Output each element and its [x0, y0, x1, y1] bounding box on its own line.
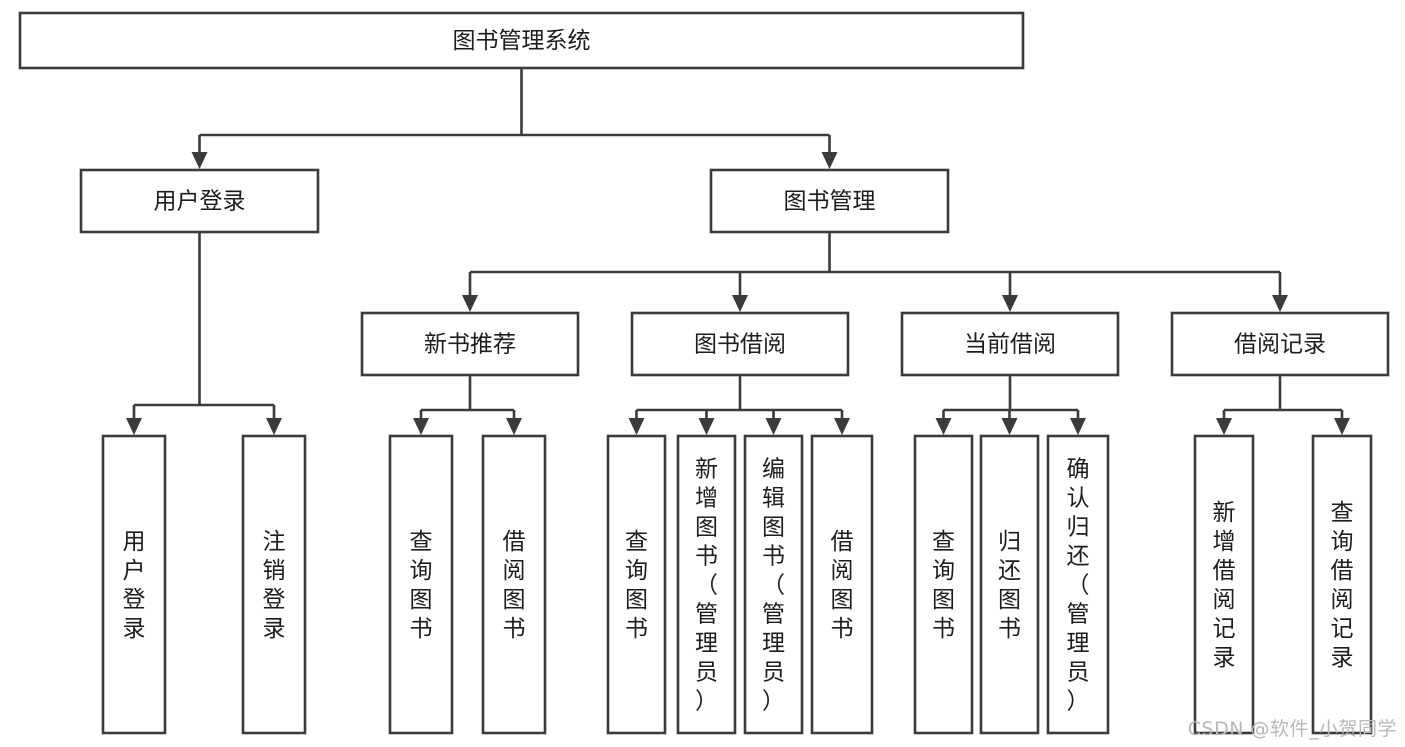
- edge-group-book-manage: [462, 232, 1288, 312]
- arrow-head-icon: [1272, 295, 1288, 312]
- node-borrow-record[interactable]: 借阅记录: [1170, 311, 1390, 377]
- arrow-head-icon: [732, 295, 748, 312]
- arrow-head-icon: [821, 152, 838, 169]
- node-label: 注销登录: [263, 529, 286, 642]
- node-box[interactable]: [360, 311, 580, 377]
- node-label: 查询借阅记录: [1331, 500, 1354, 671]
- node-box[interactable]: [1311, 434, 1373, 735]
- arrow-head-icon: [834, 418, 850, 435]
- node-label: 编辑图书（管理员）: [762, 457, 785, 715]
- node-label: 借阅记录: [1234, 332, 1326, 358]
- node-box[interactable]: [676, 434, 737, 735]
- arrow-head-icon: [413, 418, 429, 435]
- node-new-book-rec[interactable]: 新书推荐: [360, 311, 580, 377]
- edge-group-current-borrow: [935, 375, 1086, 435]
- node-label: 图书管理: [784, 189, 876, 215]
- arrow-head-icon: [462, 295, 478, 312]
- node-label: 新增图书（管理员）: [695, 457, 718, 715]
- node-leaf-query-record[interactable]: 查询借阅记录: [1311, 434, 1373, 735]
- node-leaf-query-book-3[interactable]: 查询图书: [913, 434, 974, 735]
- arrow-head-icon: [191, 152, 208, 169]
- edge-group-book-borrow: [628, 375, 850, 435]
- node-label: 确认归还（管理员）: [1067, 457, 1090, 715]
- node-label: 新增借阅记录: [1213, 500, 1236, 671]
- node-leaf-user-login[interactable]: 用户登录: [101, 434, 167, 735]
- node-label: 查询图书: [932, 529, 955, 642]
- arrow-head-icon: [506, 418, 522, 435]
- node-book-manage[interactable]: 图书管理: [709, 168, 950, 234]
- edge-group-borrow-record: [1216, 375, 1350, 435]
- node-box[interactable]: [606, 434, 667, 735]
- node-box[interactable]: [709, 168, 950, 234]
- arrow-head-icon: [266, 418, 282, 435]
- node-label: 用户登录: [154, 189, 246, 215]
- edge-group-root: [191, 68, 838, 169]
- arrow-head-icon: [628, 418, 645, 435]
- node-box[interactable]: [810, 434, 874, 735]
- node-box[interactable]: [1046, 434, 1110, 735]
- node-box[interactable]: [900, 311, 1120, 377]
- node-book-borrow[interactable]: 图书借阅: [630, 311, 850, 377]
- node-user-login[interactable]: 用户登录: [79, 168, 320, 234]
- node-root[interactable]: 图书管理系统: [18, 11, 1025, 70]
- arrow-head-icon: [698, 418, 715, 435]
- node-leaf-add-book[interactable]: 新增图书（管理员）: [676, 434, 737, 735]
- node-label: 图书管理系统: [453, 28, 591, 54]
- node-leaf-query-book-1[interactable]: 查询图书: [388, 434, 454, 735]
- arrow-head-icon: [1334, 418, 1350, 435]
- node-box[interactable]: [630, 311, 850, 377]
- node-box[interactable]: [913, 434, 974, 735]
- node-box[interactable]: [1193, 434, 1255, 735]
- node-label: 借阅图书: [831, 529, 854, 642]
- arrow-head-icon: [1002, 295, 1018, 312]
- node-box[interactable]: [979, 434, 1040, 735]
- arrow-head-icon: [1070, 418, 1086, 435]
- node-box[interactable]: [241, 434, 307, 735]
- arrow-head-icon: [935, 418, 952, 435]
- node-box[interactable]: [388, 434, 454, 735]
- node-box[interactable]: [18, 11, 1025, 70]
- edge-layer: [126, 68, 1350, 435]
- node-leaf-return-book[interactable]: 归还图书: [979, 434, 1040, 735]
- node-leaf-edit-book[interactable]: 编辑图书（管理员）: [743, 434, 804, 735]
- arrow-head-icon: [126, 418, 142, 435]
- node-label: 用户登录: [123, 529, 146, 642]
- node-label: 新书推荐: [424, 332, 516, 358]
- node-current-borrow[interactable]: 当前借阅: [900, 311, 1120, 377]
- node-box[interactable]: [743, 434, 804, 735]
- node-label: 借阅图书: [503, 529, 526, 642]
- edge-group-new-book-rec: [413, 375, 522, 435]
- node-leaf-query-book-2[interactable]: 查询图书: [606, 434, 667, 735]
- edge-group-user-login: [126, 232, 282, 435]
- node-label: 图书借阅: [694, 332, 786, 358]
- node-label: 查询图书: [410, 529, 433, 642]
- node-box[interactable]: [101, 434, 167, 735]
- node-leaf-borrow-book-1[interactable]: 借阅图书: [481, 434, 547, 735]
- node-box[interactable]: [1170, 311, 1390, 377]
- node-layer: 图书管理系统用户登录图书管理新书推荐图书借阅当前借阅借阅记录用户登录注销登录查询…: [18, 11, 1390, 735]
- arrow-head-icon: [765, 418, 782, 435]
- node-leaf-add-record[interactable]: 新增借阅记录: [1193, 434, 1255, 735]
- arrow-head-icon: [1001, 418, 1018, 435]
- arrow-head-icon: [1216, 418, 1232, 435]
- node-label: 归还图书: [998, 529, 1021, 642]
- node-leaf-borrow-book-2[interactable]: 借阅图书: [810, 434, 874, 735]
- node-box[interactable]: [79, 168, 320, 234]
- node-label: 查询图书: [625, 529, 648, 642]
- node-box[interactable]: [481, 434, 547, 735]
- node-label: 当前借阅: [964, 332, 1056, 358]
- node-leaf-confirm-return[interactable]: 确认归还（管理员）: [1046, 434, 1110, 735]
- watermark-text: CSDN @软件_小贺同学: [1187, 718, 1397, 740]
- node-leaf-user-logout[interactable]: 注销登录: [241, 434, 307, 735]
